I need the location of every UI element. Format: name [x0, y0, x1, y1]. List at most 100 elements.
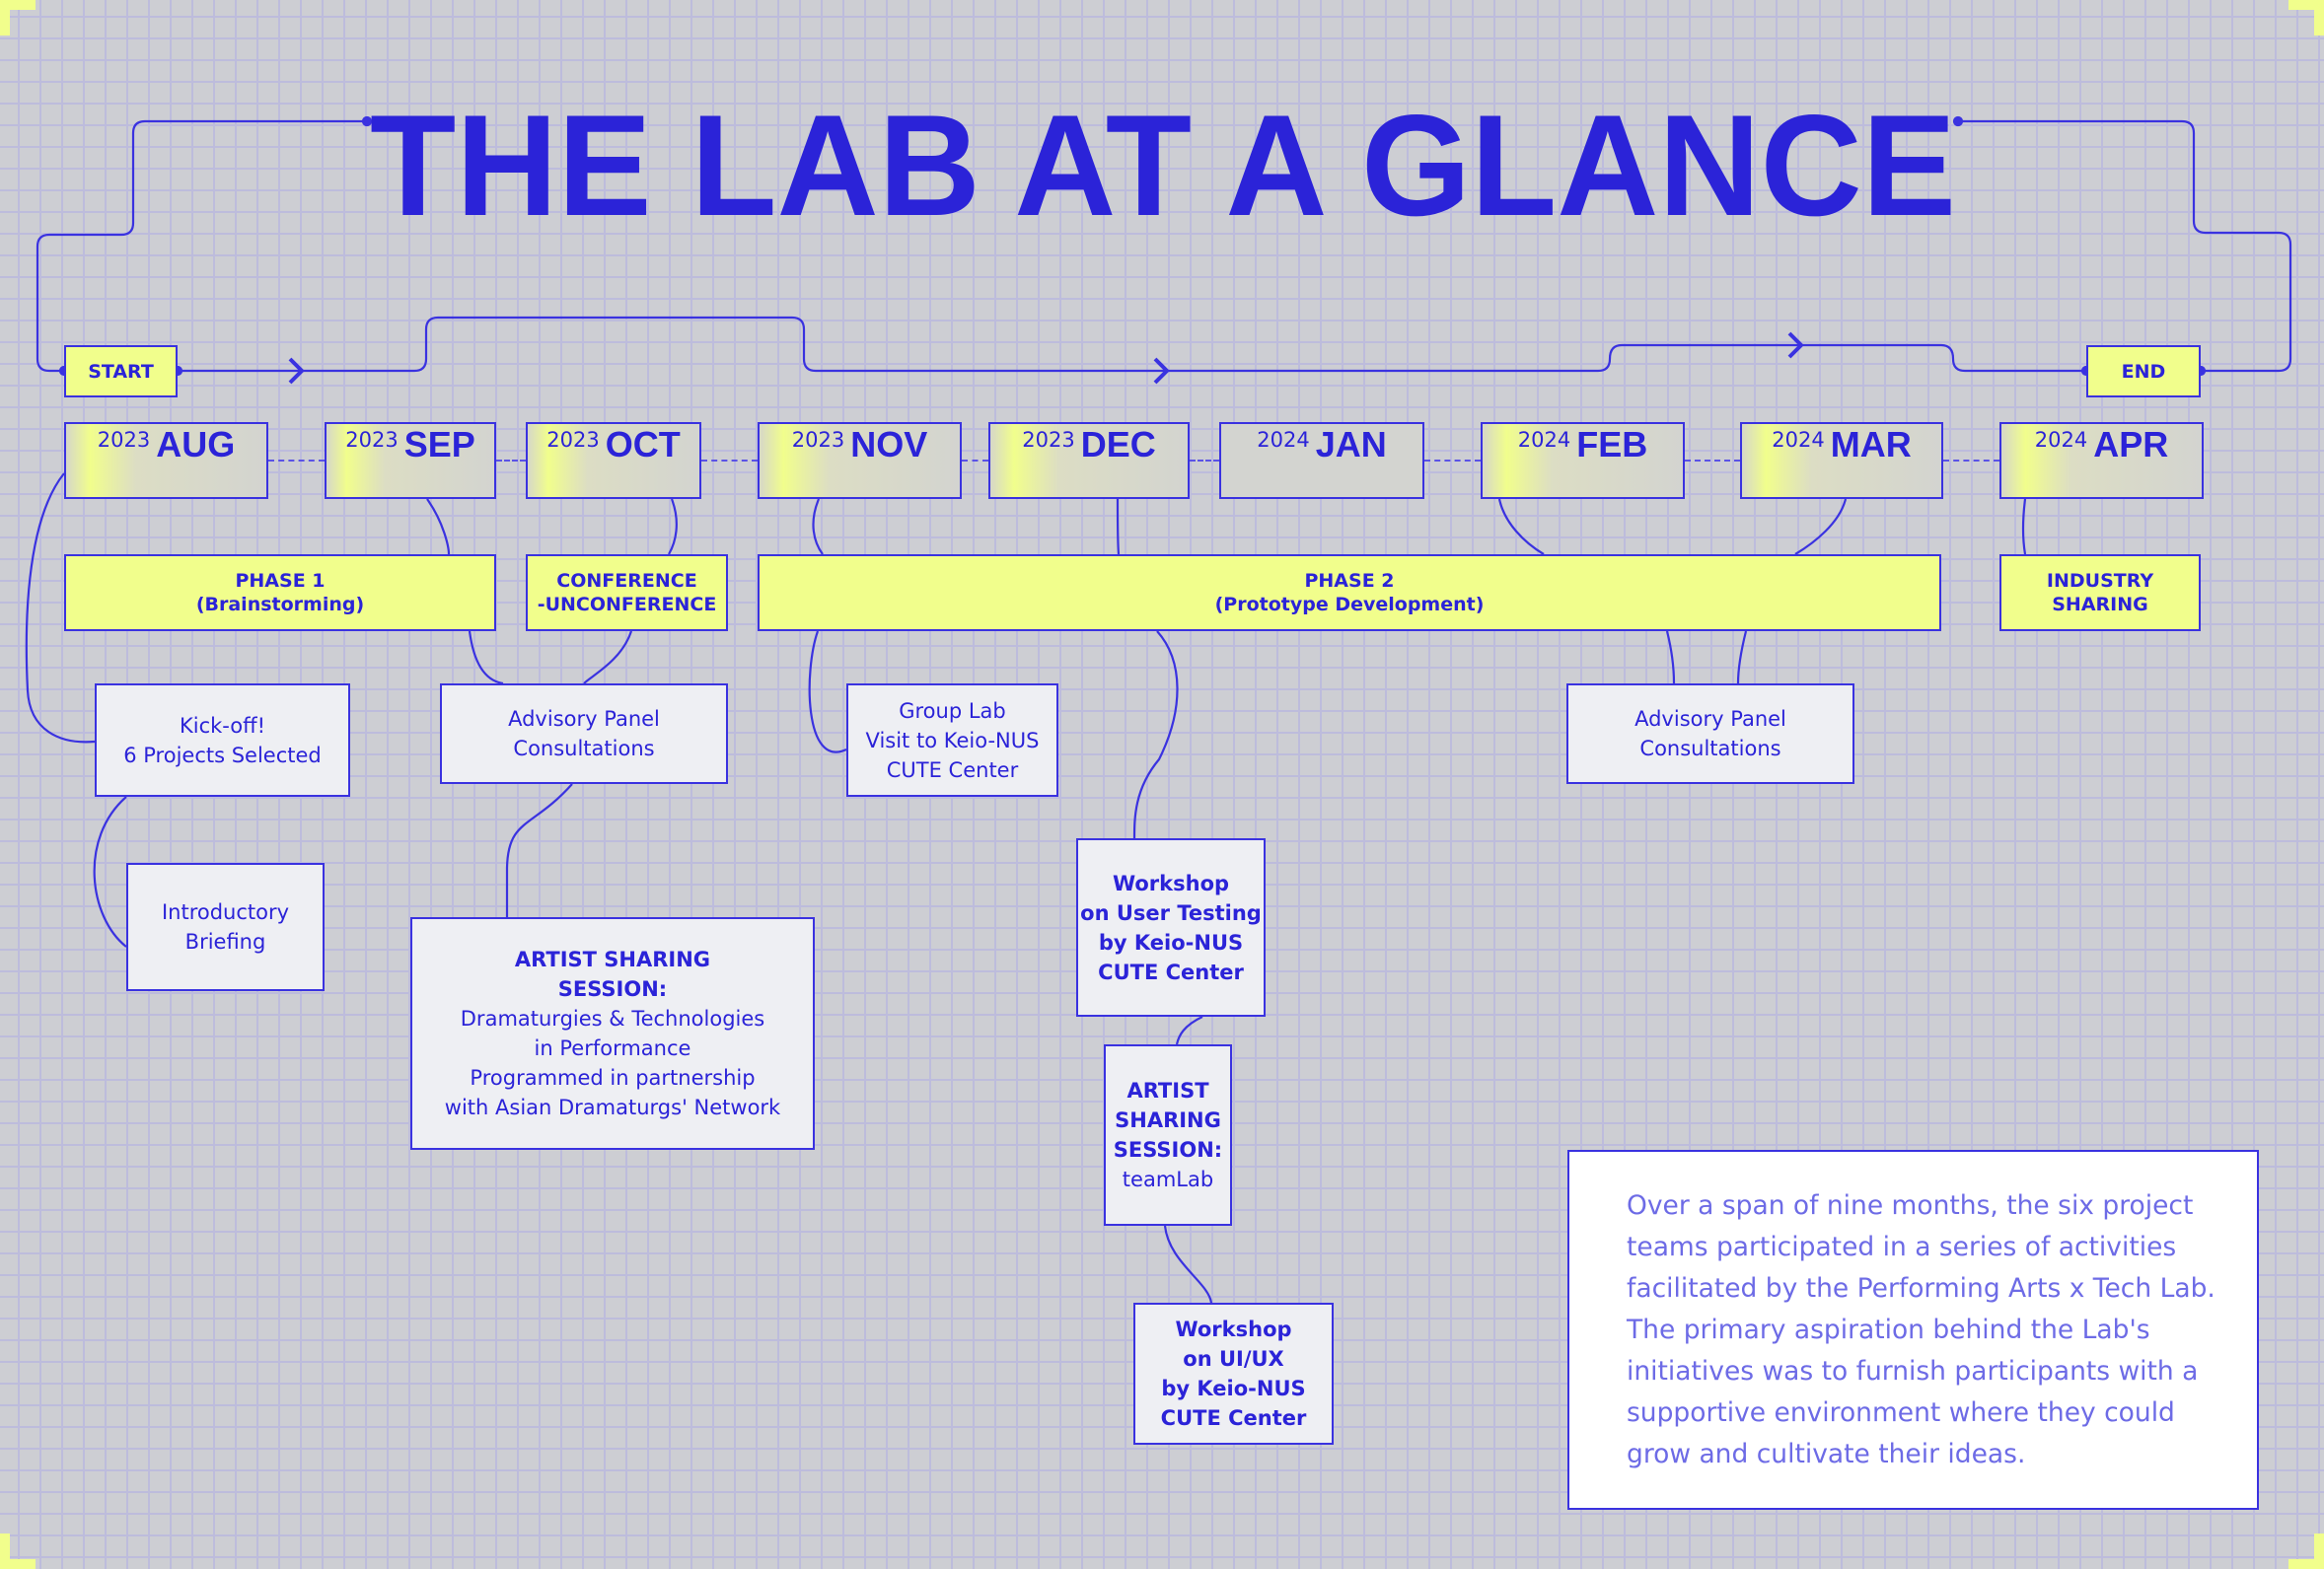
- month-label: JAN: [1315, 424, 1387, 464]
- event-text: by Keio-NUS: [1098, 930, 1244, 955]
- event-text: Advisory Panel: [508, 707, 660, 731]
- phase-title: PHASE 1: [235, 570, 326, 592]
- month-year: 2023: [1022, 428, 1075, 452]
- timeline-divider: [496, 460, 526, 462]
- phase-title: INDUSTRY: [2046, 570, 2154, 592]
- event-text: in Performance: [534, 1036, 691, 1060]
- month-label: DEC: [1080, 424, 1156, 464]
- event-artist-sharing-1: ARTIST SHARING SESSION: Dramaturgies & T…: [410, 917, 815, 1150]
- event-heading: ARTIST: [1126, 1079, 1209, 1103]
- arrow-icon: [1153, 357, 1170, 385]
- month-label: APR: [2093, 424, 2169, 464]
- end-node: END: [2086, 345, 2201, 397]
- corner-bracket: [0, 0, 36, 36]
- event-text: Briefing: [184, 930, 266, 954]
- event-workshop-ui-ux: Workshop on UI/UX by Keio-NUS CUTE Center: [1133, 1303, 1334, 1445]
- timeline-divider: [1424, 460, 1481, 462]
- month-year: 2023: [791, 428, 845, 452]
- corner-bracket: [0, 1533, 36, 1569]
- timeline-divider: [1943, 460, 1999, 462]
- event-text: Dramaturgies & Technologies: [460, 1007, 765, 1031]
- month-year: 2024: [1517, 428, 1571, 452]
- event-text: teamLab: [1122, 1168, 1214, 1191]
- event-text: Consultations: [1639, 737, 1781, 760]
- event-text: Workshop: [1175, 1318, 1292, 1341]
- event-heading: ARTIST SHARING: [514, 948, 711, 971]
- event-heading: SESSION:: [1113, 1138, 1223, 1162]
- phase-1: PHASE 1(Brainstorming): [64, 554, 496, 631]
- phase-conference: CONFERENCE-UNCONFERENCE: [526, 554, 728, 631]
- event-text: Advisory Panel: [1634, 707, 1786, 731]
- timeline-divider: [962, 460, 988, 462]
- event-heading: SHARING: [1115, 1108, 1221, 1132]
- phase-2: PHASE 2(Prototype Development): [758, 554, 1941, 631]
- month-year: 2024: [1257, 428, 1310, 452]
- phase-subtitle: -UNCONFERENCE: [537, 594, 717, 615]
- month-year: 2024: [2034, 428, 2088, 452]
- timeline-divider: [1190, 460, 1219, 462]
- event-text: Introductory: [161, 900, 290, 924]
- start-label: START: [88, 360, 154, 383]
- flow-line-right: [1958, 119, 2292, 373]
- phase-title: CONFERENCE: [556, 570, 697, 592]
- phase-subtitle: (Prototype Development): [1214, 594, 1485, 615]
- event-heading: SESSION:: [557, 977, 668, 1001]
- corner-bracket: [2288, 0, 2324, 36]
- flow-line-left: [36, 119, 367, 373]
- start-node: START: [64, 345, 178, 397]
- month-label: AUG: [156, 424, 236, 464]
- event-text: on UI/UX: [1183, 1347, 1284, 1371]
- corner-bracket: [2288, 1533, 2324, 1569]
- month-year: 2023: [97, 428, 151, 452]
- description-text: Over a span of nine months, the six proj…: [1627, 1190, 2215, 1469]
- event-text: Workshop: [1112, 871, 1230, 895]
- phase-subtitle: SHARING: [2052, 594, 2148, 615]
- timeline-divider: [701, 460, 758, 462]
- event-text: Consultations: [513, 737, 655, 760]
- timeline-divider: [1685, 460, 1740, 462]
- month-label: FEB: [1576, 424, 1648, 464]
- phase-subtitle: (Brainstorming): [195, 594, 365, 615]
- flow-line-main: [178, 316, 2086, 373]
- event-text: CUTE Center: [1098, 960, 1244, 984]
- month-label: OCT: [605, 424, 681, 464]
- event-text: with Asian Dramaturgs' Network: [444, 1096, 781, 1119]
- phase-title: PHASE 2: [1304, 570, 1395, 592]
- event-text: Group Lab: [899, 698, 1006, 723]
- event-text: Visit to Keio-NUS: [865, 728, 1040, 752]
- event-kickoff: Kick-off! 6 Projects Selected: [95, 683, 350, 797]
- month-year: 2023: [546, 428, 600, 452]
- month-label: MAR: [1830, 424, 1912, 464]
- arrow-icon: [288, 357, 305, 385]
- event-text: Programmed in partnership: [470, 1066, 756, 1090]
- month-label: SEP: [403, 424, 475, 464]
- arrow-icon: [1787, 331, 1804, 359]
- timeline-divider: [268, 460, 325, 462]
- event-text: CUTE Center: [1160, 1406, 1307, 1430]
- event-text: Kick-off!: [179, 713, 265, 738]
- page-title: THE LAB AT A GLANCE: [370, 85, 1956, 246]
- month-year: 2024: [1772, 428, 1825, 452]
- month-year: 2023: [345, 428, 399, 452]
- event-text: CUTE Center: [886, 757, 1019, 782]
- month-label: NOV: [850, 424, 928, 464]
- event-text: by Keio-NUS: [1161, 1377, 1306, 1400]
- event-artist-sharing-teamlab: ARTIST SHARING SESSION: teamLab: [1104, 1044, 1232, 1226]
- event-text: 6 Projects Selected: [123, 743, 322, 767]
